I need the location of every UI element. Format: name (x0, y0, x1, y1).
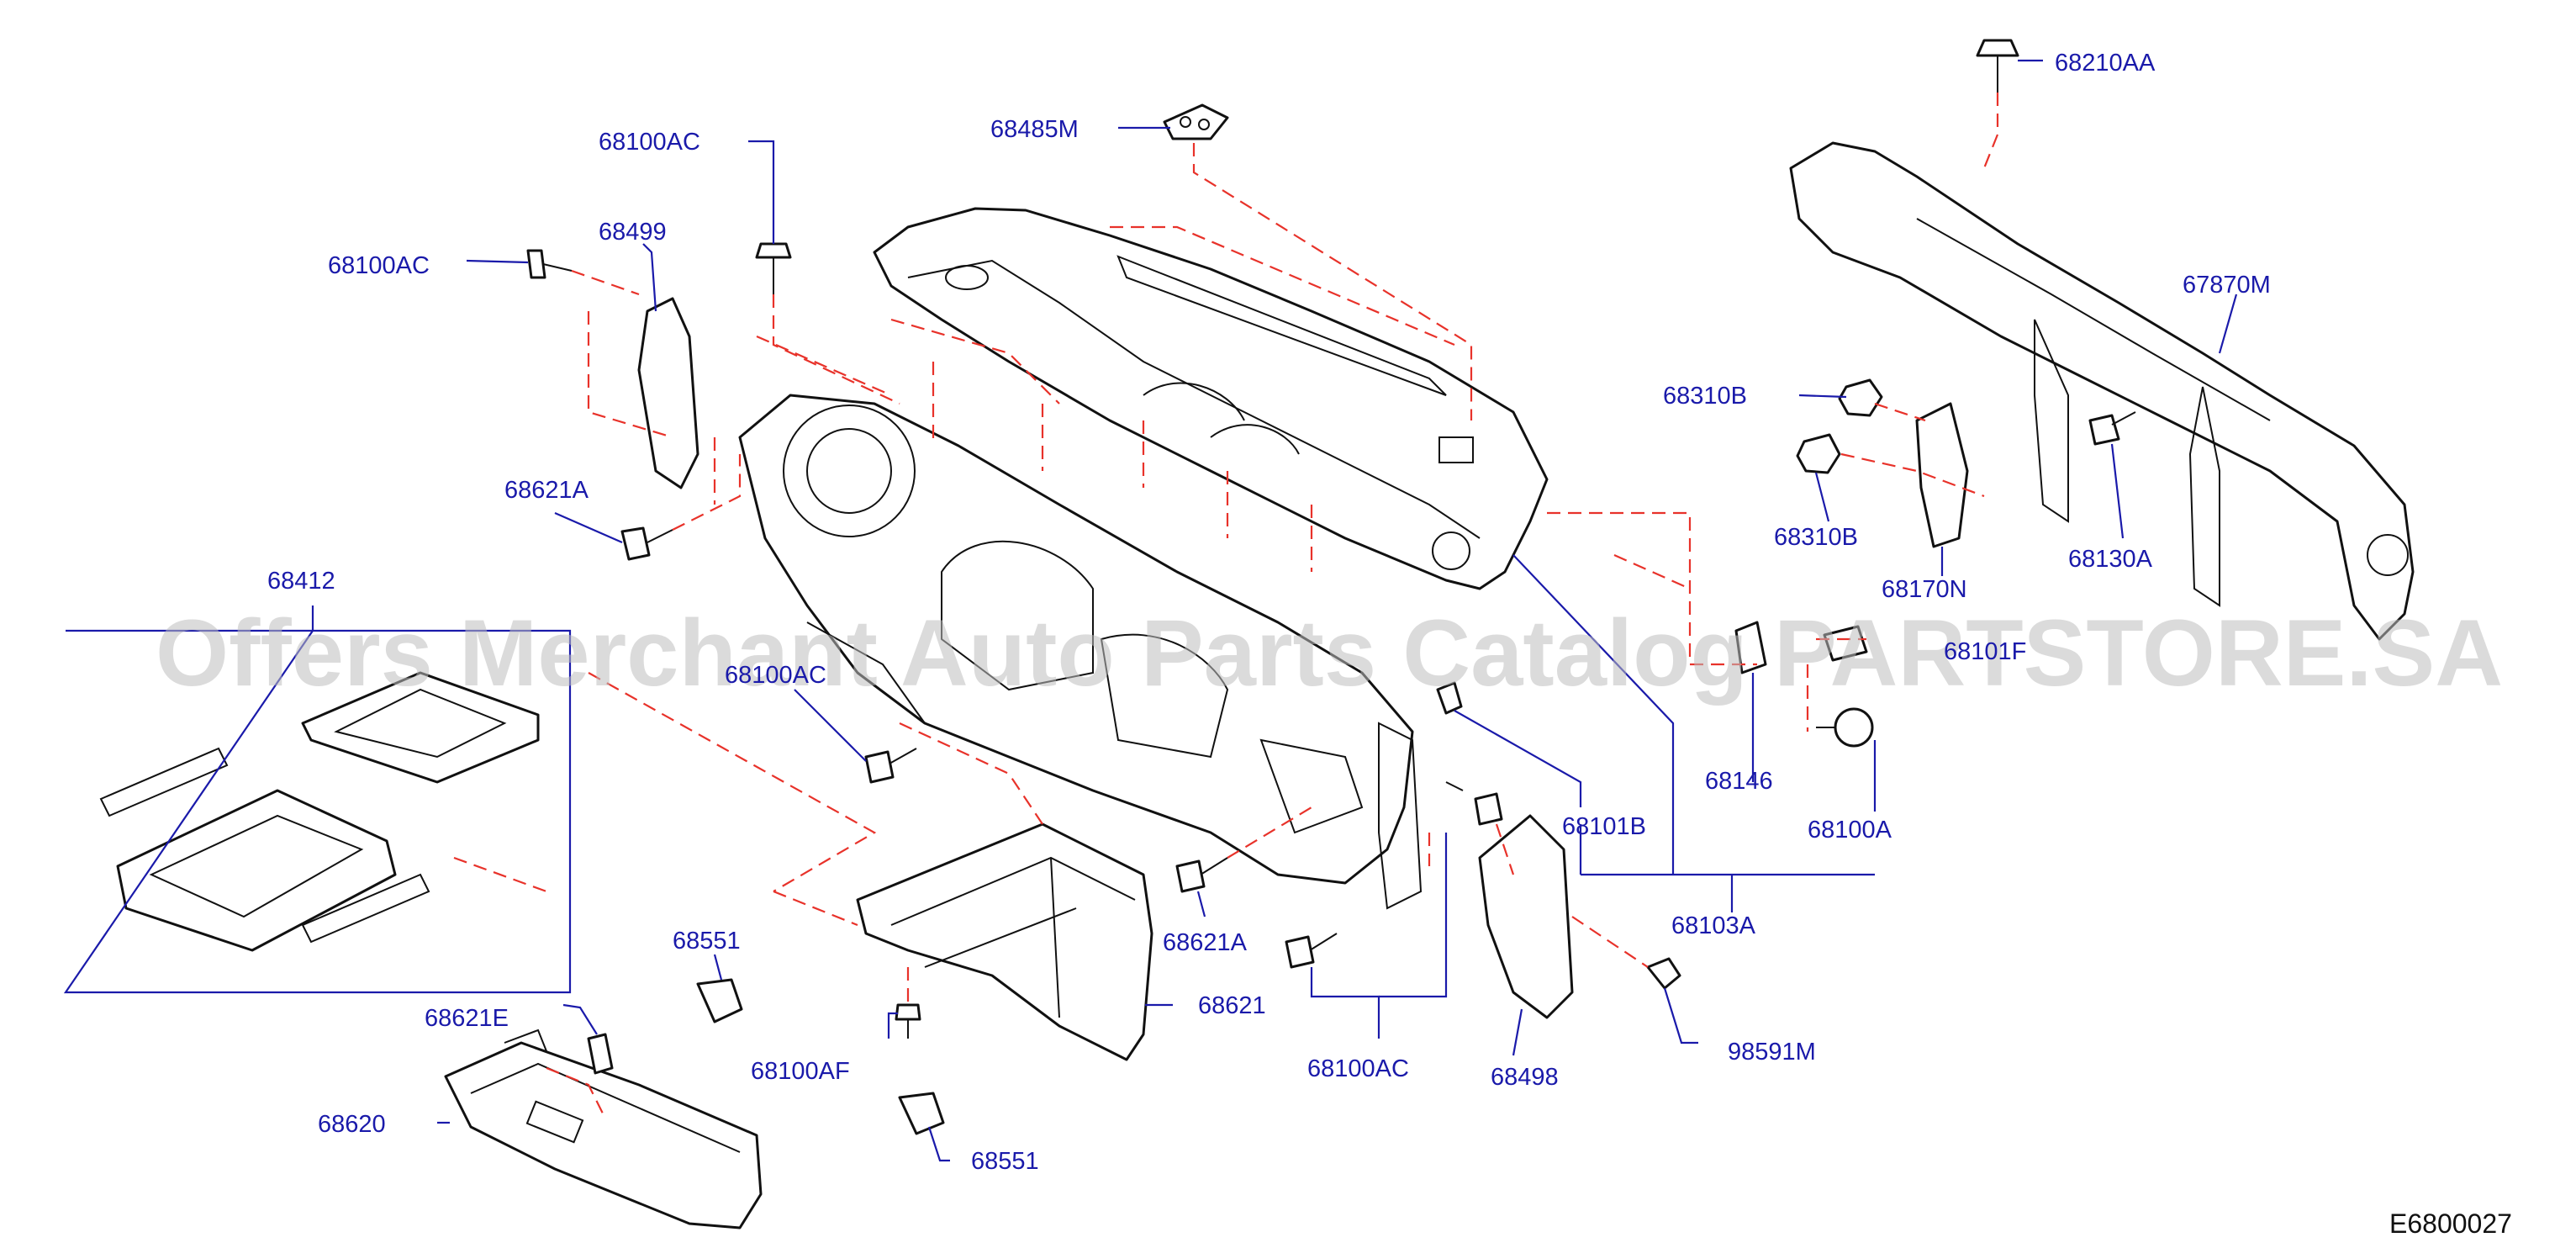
bolt-68621A-left-icon (620, 526, 673, 561)
glove-box-housing (856, 822, 1153, 1061)
instrument-panel-body (738, 394, 1423, 910)
label-68100AC-mid: 68100AC (725, 662, 826, 689)
side-bracket-68499 (637, 297, 699, 489)
screw-68100AC-right-icon (1445, 781, 1503, 826)
label-68101B: 68101B (1562, 813, 1646, 840)
cap-68485M (1163, 103, 1229, 140)
label-68310B-upper: 68310B (1663, 383, 1747, 410)
label-68621E: 68621E (425, 1005, 509, 1032)
clip-68101F-icon (1823, 625, 1868, 662)
assembly-guide-lines (453, 93, 1999, 1119)
label-68310B-lower: 68310B (1774, 524, 1858, 551)
label-68551-lower: 68551 (971, 1148, 1039, 1175)
nut-68310B-upper-icon (1838, 378, 1883, 417)
label-68621A-left: 68621A (504, 477, 589, 504)
nut-68310B-lower-icon (1796, 433, 1841, 474)
label-68101F: 68101F (1944, 638, 2026, 665)
label-68100AF: 68100AF (751, 1058, 850, 1085)
part-labels: 68485M 68100AC 68100AC 68499 68621A 6841… (267, 50, 2271, 1175)
label-68621A-mid: 68621A (1163, 929, 1248, 956)
label-68499: 68499 (599, 219, 667, 246)
instrument-panel-pad (873, 207, 1549, 590)
label-68485M: 68485M (990, 116, 1079, 143)
screw-68100AC-top-icon (755, 242, 792, 294)
glove-box-lid (444, 1029, 763, 1229)
bolt-68100A-icon (1816, 707, 1874, 748)
label-68210AA: 68210AA (2055, 50, 2156, 77)
screw-68100AC-bottom-icon (1285, 933, 1338, 969)
label-68621: 68621 (1198, 992, 1266, 1019)
screw-68100AC-mid-icon (864, 748, 917, 784)
label-98591M: 98591M (1728, 1039, 1816, 1066)
screw-68100AC-left-icon (526, 249, 573, 279)
glove-box-tray (99, 671, 540, 952)
label-68551-upper: 68551 (673, 928, 741, 955)
label-68100AC-left: 68100AC (328, 252, 430, 279)
bracket-68170N (1915, 402, 1969, 548)
clip-68551-upper-icon (696, 978, 743, 1023)
label-68130A: 68130A (2068, 546, 2153, 573)
steering-member (1789, 141, 2415, 641)
leader-lines (311, 59, 2238, 1162)
side-cover-68498 (1478, 814, 1574, 1019)
label-68412: 68412 (267, 568, 335, 595)
label-68100AC-bottom: 68100AC (1307, 1055, 1409, 1082)
label-68100A: 68100A (1808, 817, 1892, 843)
label-68100AC-top: 68100AC (599, 129, 700, 156)
watermark: Offers Merchant Auto Parts Catalog PARTS… (156, 600, 2503, 706)
bracket-68146 (1734, 621, 1767, 674)
label-67870M: 67870M (2183, 272, 2271, 299)
clip-68621E-icon (587, 1033, 614, 1075)
clip-68101B (1436, 681, 1463, 715)
bolt-68621A-mid-icon (1175, 857, 1228, 893)
label-68498: 68498 (1491, 1064, 1559, 1091)
bolt-68210AA-icon (1976, 39, 2019, 93)
label-68146: 68146 (1705, 768, 1773, 795)
clip-68551-lower-icon (898, 1092, 945, 1135)
small-cap-98591M (1646, 957, 1681, 990)
assembly-box-68412 (63, 627, 572, 994)
label-68620: 68620 (318, 1111, 386, 1138)
diagram-code: E6800027 (2389, 1208, 2512, 1239)
bolt-68130A-icon (2088, 411, 2136, 446)
screw-68100AF-icon (895, 1003, 921, 1039)
label-68170N: 68170N (1882, 576, 1967, 603)
label-68103A: 68103A (1671, 912, 1756, 939)
